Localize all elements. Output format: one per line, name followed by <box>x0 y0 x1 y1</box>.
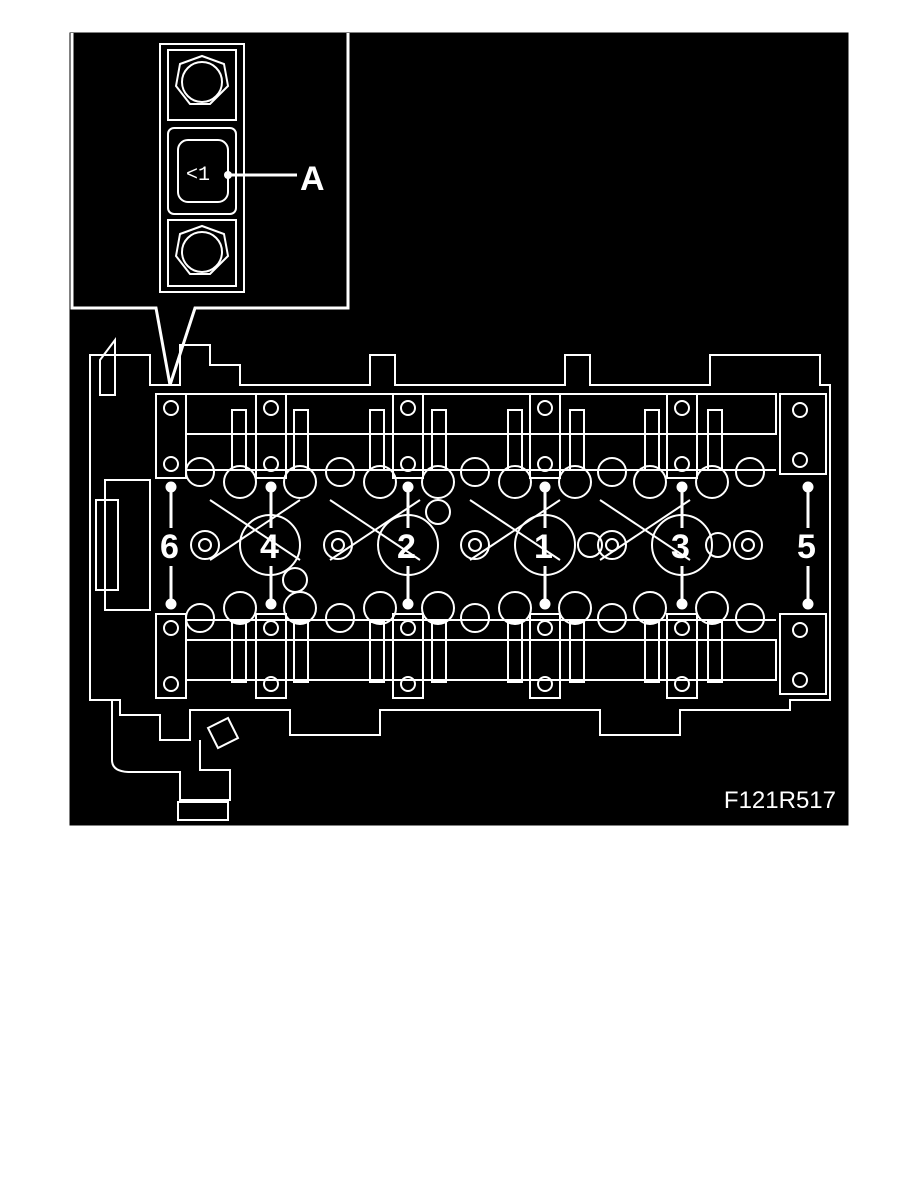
valve-springs <box>185 457 765 633</box>
callout-3: 3 <box>671 528 690 566</box>
figure-code: F121R517 <box>724 787 836 814</box>
callout-leaders <box>165 481 814 610</box>
bearing-caps <box>155 393 827 699</box>
main-panel <box>69 32 849 826</box>
callout-6: 6 <box>160 528 179 566</box>
callout-5: 5 <box>797 528 816 566</box>
callout-2: 2 <box>397 528 416 566</box>
inset-bearing-cap <box>159 43 245 293</box>
callout-4: 4 <box>260 528 279 566</box>
callout-1: 1 <box>534 528 553 566</box>
callout-a-label: A <box>300 160 325 198</box>
inset-mark: <1 <box>186 164 210 187</box>
